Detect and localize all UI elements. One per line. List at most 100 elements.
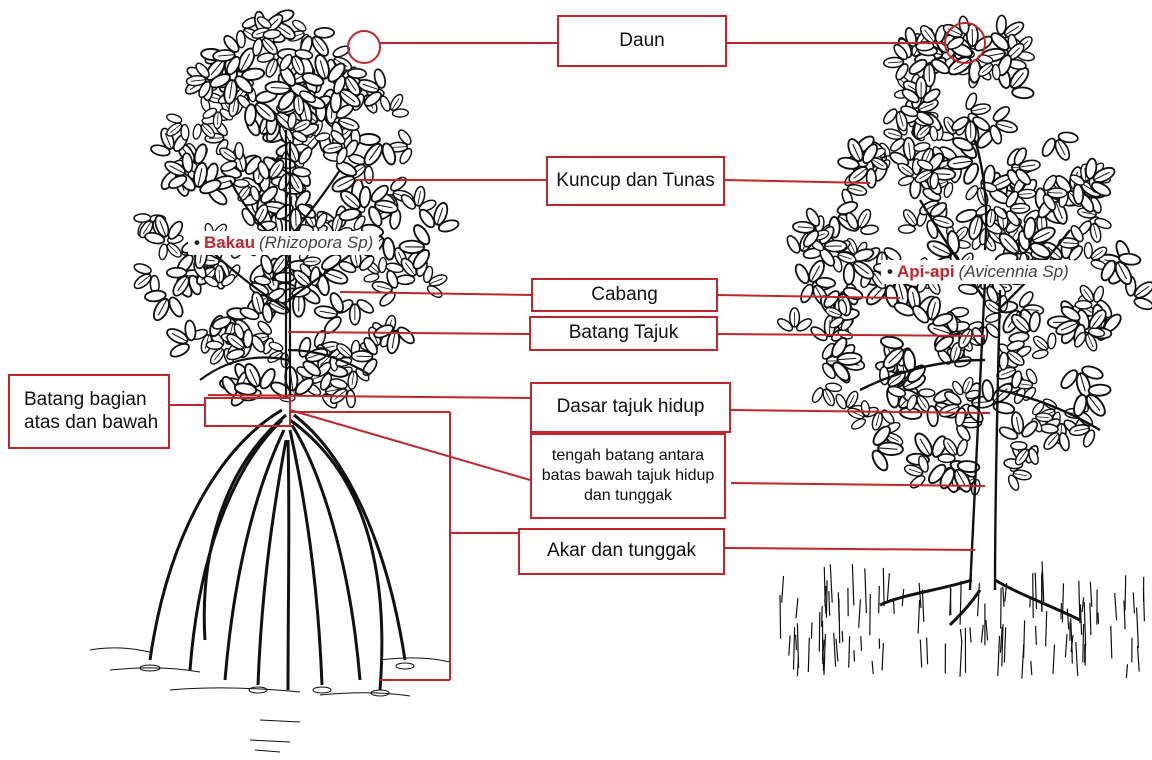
grass-stroke (927, 638, 928, 665)
grass-stroke (1143, 588, 1144, 621)
grass-stroke (902, 589, 904, 606)
label-akar-dan-tunggak: Akar dan tunggak (518, 528, 725, 575)
grass-stroke (1035, 573, 1036, 609)
grass-stroke (823, 653, 824, 671)
grass-stroke (879, 586, 880, 613)
label-kuncup-dan-tunas: Kuncup dan Tunas (546, 156, 725, 206)
grass-stroke (1098, 612, 1099, 623)
grass-stroke (1079, 581, 1080, 623)
leaf-cluster (776, 308, 814, 333)
grass-stroke (1115, 593, 1117, 620)
grass-stroke (794, 627, 795, 669)
label-tengah-batang: tengah batang antara batas bawah tajuk h… (530, 433, 726, 519)
grass-stroke (1076, 642, 1078, 676)
leaf-cluster (1035, 124, 1087, 169)
grass-stroke (1080, 604, 1081, 634)
grass-stroke (1090, 603, 1091, 635)
grass-stroke (808, 638, 809, 672)
grass-stroke (834, 633, 836, 667)
grass-stroke (986, 620, 988, 640)
grass-stroke (1138, 646, 1140, 672)
grass-stroke (922, 590, 923, 622)
grass-stroke (852, 564, 853, 605)
grass-stroke (970, 627, 971, 642)
grass-stroke (796, 598, 798, 618)
grass-stroke (842, 631, 843, 642)
grass-stroke (1033, 573, 1034, 618)
grass-stroke (825, 599, 826, 614)
grass-stroke (819, 612, 820, 652)
species-label-api-api: •Api-api(Avicennia Sp) (881, 260, 1075, 284)
grass-stroke (854, 650, 855, 662)
api-api-grass (780, 561, 1144, 678)
api-api-roots (880, 580, 1080, 625)
grass-stroke (796, 635, 797, 650)
grass-stroke (1133, 593, 1134, 614)
grass-stroke (1036, 626, 1037, 645)
grass-stroke (1046, 611, 1047, 646)
grass-stroke (782, 576, 784, 603)
grass-stroke (1082, 597, 1084, 612)
grass-stroke (978, 583, 980, 616)
grass-stroke (797, 657, 798, 676)
grass-stroke (960, 629, 962, 642)
grass-stroke (1125, 575, 1126, 610)
grass-stroke (1053, 645, 1055, 674)
grass-stroke (920, 640, 921, 668)
grass-stroke (1137, 608, 1139, 648)
grass-stroke (1084, 602, 1086, 646)
leaf-cluster (1002, 434, 1045, 475)
grass-stroke (893, 598, 894, 614)
grass-stroke (883, 568, 884, 606)
grass-stroke (960, 641, 962, 677)
grass-stroke (1111, 626, 1112, 659)
bakau-ground (90, 648, 450, 752)
grass-stroke (865, 568, 867, 613)
grass-stroke (1003, 587, 1004, 607)
grass-stroke (882, 643, 883, 670)
grass-stroke (829, 591, 830, 616)
grass-stroke (960, 581, 961, 625)
grass-stroke (826, 580, 827, 618)
grass-stroke (981, 625, 983, 643)
grass-stroke (822, 606, 823, 627)
bakau-canopy (123, 0, 466, 417)
leaf-cluster (868, 423, 904, 474)
label-batang-bagian: Batang bagian atas dan bawah (8, 374, 170, 449)
leaf-cluster (397, 183, 440, 216)
grass-stroke (1067, 609, 1068, 630)
grass-stroke (1031, 661, 1032, 675)
grass-stroke (1062, 583, 1063, 622)
grass-stroke (1090, 582, 1092, 607)
grass-stroke (1083, 624, 1084, 662)
species-label-bakau: •Bakau(Rhizopora Sp) (188, 231, 379, 255)
grass-stroke (1126, 664, 1127, 678)
bakau-prop-roots (150, 410, 405, 690)
grass-stroke (1024, 620, 1025, 658)
label-batang-tajuk: Batang Tajuk (529, 316, 718, 351)
grass-stroke (789, 636, 790, 656)
bullet-icon: • (194, 233, 200, 252)
label-cabang: Cabang (531, 278, 718, 312)
grass-stroke (870, 594, 871, 635)
daun-highlight-left (348, 31, 380, 63)
grass-stroke (872, 661, 873, 674)
grass-stroke (918, 600, 920, 634)
grass-stroke (861, 636, 862, 651)
bullet-icon: • (887, 262, 893, 281)
grass-stroke (1065, 634, 1067, 657)
grass-stroke (780, 595, 781, 639)
grass-stroke (830, 564, 832, 602)
grass-stroke (849, 636, 850, 667)
grass-stroke (859, 599, 861, 628)
grass-stroke (836, 639, 838, 662)
grass-stroke (887, 573, 889, 600)
api-api-tree (776, 6, 1152, 679)
grass-stroke (839, 599, 840, 644)
label-daun: Daun (557, 15, 727, 67)
grass-stroke (1004, 627, 1005, 662)
grass-stroke (998, 636, 1000, 676)
label-dasar-tajuk-hidup: Dasar tajuk hidup (530, 382, 731, 433)
